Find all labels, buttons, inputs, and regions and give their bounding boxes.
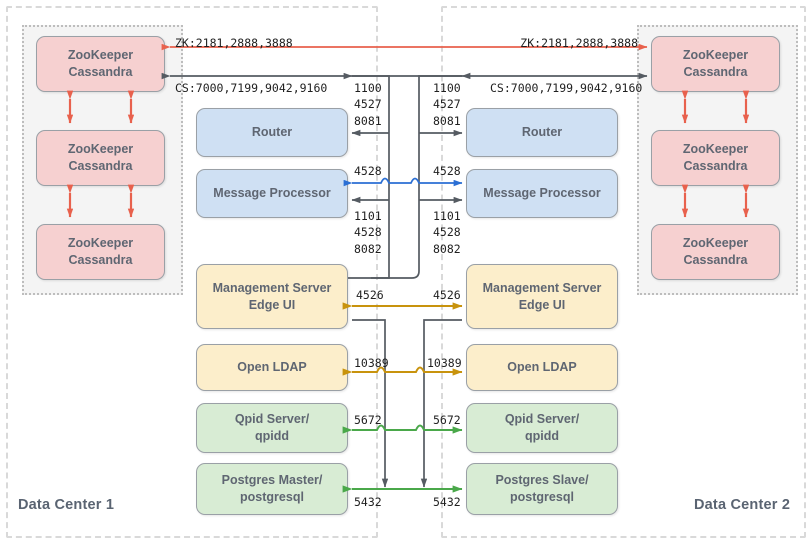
node-label-line: ZooKeeper [67,236,134,251]
port-label-cs-right: CS:7000,7199,9042,9160 [490,81,643,95]
node-label-line: Open LDAP [507,360,577,375]
node-label-line: Cassandra [683,159,748,173]
node-label-line: Open LDAP [237,360,307,375]
node-label-line: Management Server [212,280,332,295]
node-open-ldap-dc2[interactable]: Open LDAP [466,344,618,391]
port-label-zk-right: ZK:2181,2888,3888 [520,36,638,50]
port-label-mp-top-left: 4528 [354,164,382,178]
node-zookeeper-cassandra-dc1-1[interactable]: ZooKeeper Cassandra [36,36,165,92]
node-label-line: ZooKeeper [682,142,749,157]
node-label-line: Management Server [482,280,602,295]
datacenter-1-label: Data Center 1 [18,497,115,513]
node-message-processor-dc1[interactable]: Message Processor [196,169,348,218]
node-qpid-server-dc2[interactable]: Qpid Server/ qpidd [466,403,618,453]
port-label-postgres-left: 5432 [354,495,382,509]
node-label-line: Message Processor [483,186,601,201]
node-label-line: Cassandra [683,253,748,267]
port-label-postgres-right: 5432 [433,495,461,509]
node-zookeeper-cassandra-dc2-1[interactable]: ZooKeeper Cassandra [651,36,780,92]
node-open-ldap-dc1[interactable]: Open LDAP [196,344,348,391]
port-label-zk-left: ZK:2181,2888,3888 [175,36,293,50]
node-management-server-dc2[interactable]: Management Server Edge UI [466,264,618,329]
port-label-mgmt-right: 4526 [433,288,461,302]
node-router-dc1[interactable]: Router [196,108,348,157]
node-label-line: qpidd [254,429,289,443]
node-label-line: Qpid Server/ [504,412,580,427]
port-label-mp-bottom-right: 1101 4528 8082 [433,209,461,256]
port-label-mp-top-right: 4528 [433,164,461,178]
node-qpid-server-dc1[interactable]: Qpid Server/ qpidd [196,403,348,453]
port-label-qpid-right: 5672 [433,413,461,427]
node-label-line: postgresql [510,490,574,504]
node-label-line: Message Processor [213,186,331,201]
node-router-dc2[interactable]: Router [466,108,618,157]
port-label-mp-bottom-left: 1101 4528 8082 [354,209,382,256]
port-label-ldap-left: 10389 [354,356,389,370]
datacenter-2-label: Data Center 2 [694,497,791,513]
node-label-line: ZooKeeper [682,48,749,63]
node-zookeeper-cassandra-dc1-2[interactable]: ZooKeeper Cassandra [36,130,165,186]
node-label-line: Cassandra [683,65,748,79]
node-label-line: Postgres Master/ [221,473,323,488]
port-label-cs-left: CS:7000,7199,9042,9160 [175,81,328,95]
node-label-line: qpidd [524,429,559,443]
node-zookeeper-cassandra-dc1-3[interactable]: ZooKeeper Cassandra [36,224,165,280]
port-label-router-left: 1100 4527 8081 [354,81,382,128]
node-label-line: postgresql [240,490,304,504]
node-postgres-slave-dc2[interactable]: Postgres Slave/ postgresql [466,463,618,515]
node-label-line: Edge UI [248,297,296,312]
node-message-processor-dc2[interactable]: Message Processor [466,169,618,218]
node-zookeeper-cassandra-dc2-2[interactable]: ZooKeeper Cassandra [651,130,780,186]
node-label-line: Edge UI [518,297,566,312]
node-label-line: Cassandra [68,65,133,79]
node-label-line: ZooKeeper [67,142,134,157]
port-label-ldap-right: 10389 [427,356,462,370]
node-label-line: Router [521,125,563,140]
node-label-line: Postgres Slave/ [495,473,589,488]
port-label-router-right: 1100 4527 8081 [433,81,461,128]
port-label-mgmt-left: 4526 [356,288,384,302]
node-label-line: ZooKeeper [682,236,749,251]
node-zookeeper-cassandra-dc2-3[interactable]: ZooKeeper Cassandra [651,224,780,280]
node-postgres-master-dc1[interactable]: Postgres Master/ postgresql [196,463,348,515]
node-label-line: Cassandra [68,253,133,267]
port-label-qpid-left: 5672 [354,413,382,427]
node-label-line: Router [251,125,293,140]
node-label-line: ZooKeeper [67,48,134,63]
node-label-line: Qpid Server/ [234,412,310,427]
node-management-server-dc1[interactable]: Management Server Edge UI [196,264,348,329]
node-label-line: Cassandra [68,159,133,173]
